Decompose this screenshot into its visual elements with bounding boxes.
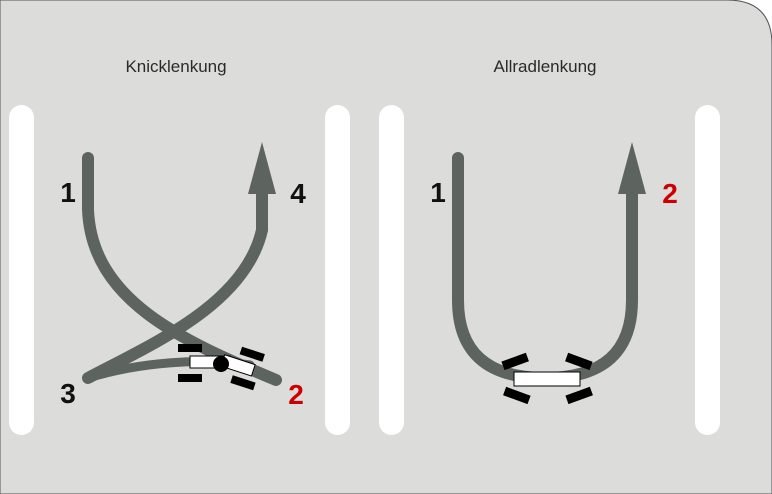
knick-label-1: 1	[60, 177, 76, 208]
allrad-body	[513, 371, 581, 387]
knick-lane-right	[325, 105, 350, 435]
allrad-wheel-front-right	[565, 352, 593, 371]
allrad-wheel-front-left	[501, 352, 529, 371]
allrad-vehicle	[501, 352, 593, 405]
knick-path-3-to-4	[82, 186, 268, 384]
knick-front-wheel-bottom	[178, 374, 202, 382]
knick-title: Knicklenkung	[125, 57, 226, 76]
knick-label-4: 4	[290, 178, 306, 209]
allrad-title: Allradlenkung	[493, 57, 596, 76]
allrad-label-1: 1	[430, 177, 446, 208]
knick-lane-left	[9, 105, 34, 435]
knick-rear-wheel-top	[239, 346, 265, 362]
allrad-arrow-head	[618, 142, 646, 194]
knick-arrow-head	[248, 142, 276, 194]
knick-front-wheel-top	[178, 344, 202, 352]
allrad-wheel-rear-right	[565, 386, 593, 405]
knick-rear-wheel-bottom	[230, 375, 256, 391]
allrad-label-2: 2	[662, 178, 678, 209]
allrad-lane-right	[695, 105, 720, 435]
knick-joint-dot	[213, 356, 229, 372]
allrad-lane-left	[379, 105, 404, 435]
knick-label-2: 2	[288, 379, 304, 410]
allrad-wheel-rear-left	[503, 386, 531, 405]
knick-label-3: 3	[60, 378, 76, 409]
knick-vehicle	[178, 344, 265, 391]
